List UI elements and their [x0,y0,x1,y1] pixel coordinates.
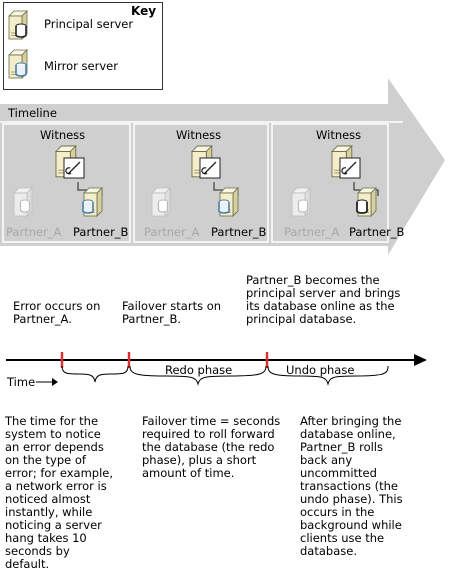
principal-server-icon [8,10,28,40]
note-error-detection: The time for the system to notice an err… [5,414,113,571]
partner-a-server-icon-2 [151,187,171,217]
legend-box: Key Principal server Mirror server [3,2,163,90]
event-failover-text: Failover starts on Partner_B. [122,299,222,326]
note-failover-time: Failover time = seconds required to roll… [142,414,281,480]
partner-a-label-2: Partner_A [144,225,200,239]
witness-label-3: Witness [316,128,362,142]
mirror-server-icon [8,49,28,79]
partner-b-label-3: Partner_B [349,225,405,239]
witness-server-icon-1 [55,145,103,196]
partner-a-server-icon-3 [291,187,311,217]
partner-b-principal-icon-3 [356,187,377,217]
redo-phase-label: Redo phase [165,363,233,377]
partner-a-server-icon-1 [13,187,33,217]
undo-phase-label: Undo phase [286,363,355,377]
partner-a-label-1: Partner_A [6,225,62,239]
timeline-banner-arrow [0,78,445,255]
time-axis [6,352,427,386]
timeline-label: Timeline [8,106,57,120]
legend-title: Key [131,4,157,18]
partner-a-label-3: Partner_A [284,225,340,239]
note-undo-phase: After bringing the database online, Part… [300,414,403,558]
partner-b-label-1: Partner_B [73,225,129,239]
partner-b-mirror-icon-1 [82,187,103,217]
legend-label-principal: Principal server [44,17,134,31]
partner-b-label-2: Partner_B [211,225,267,239]
partner-b-mirror-icon-2 [218,187,239,217]
event-principal-text: Partner_B becomes the principal server a… [246,273,401,326]
time-label: Time [7,375,36,389]
event-error-text: Error occurs on Partner_A. [13,299,101,326]
witness-label-1: Witness [40,128,86,142]
legend-label-mirror: Mirror server [44,59,118,73]
witness-label-2: Witness [176,128,222,142]
